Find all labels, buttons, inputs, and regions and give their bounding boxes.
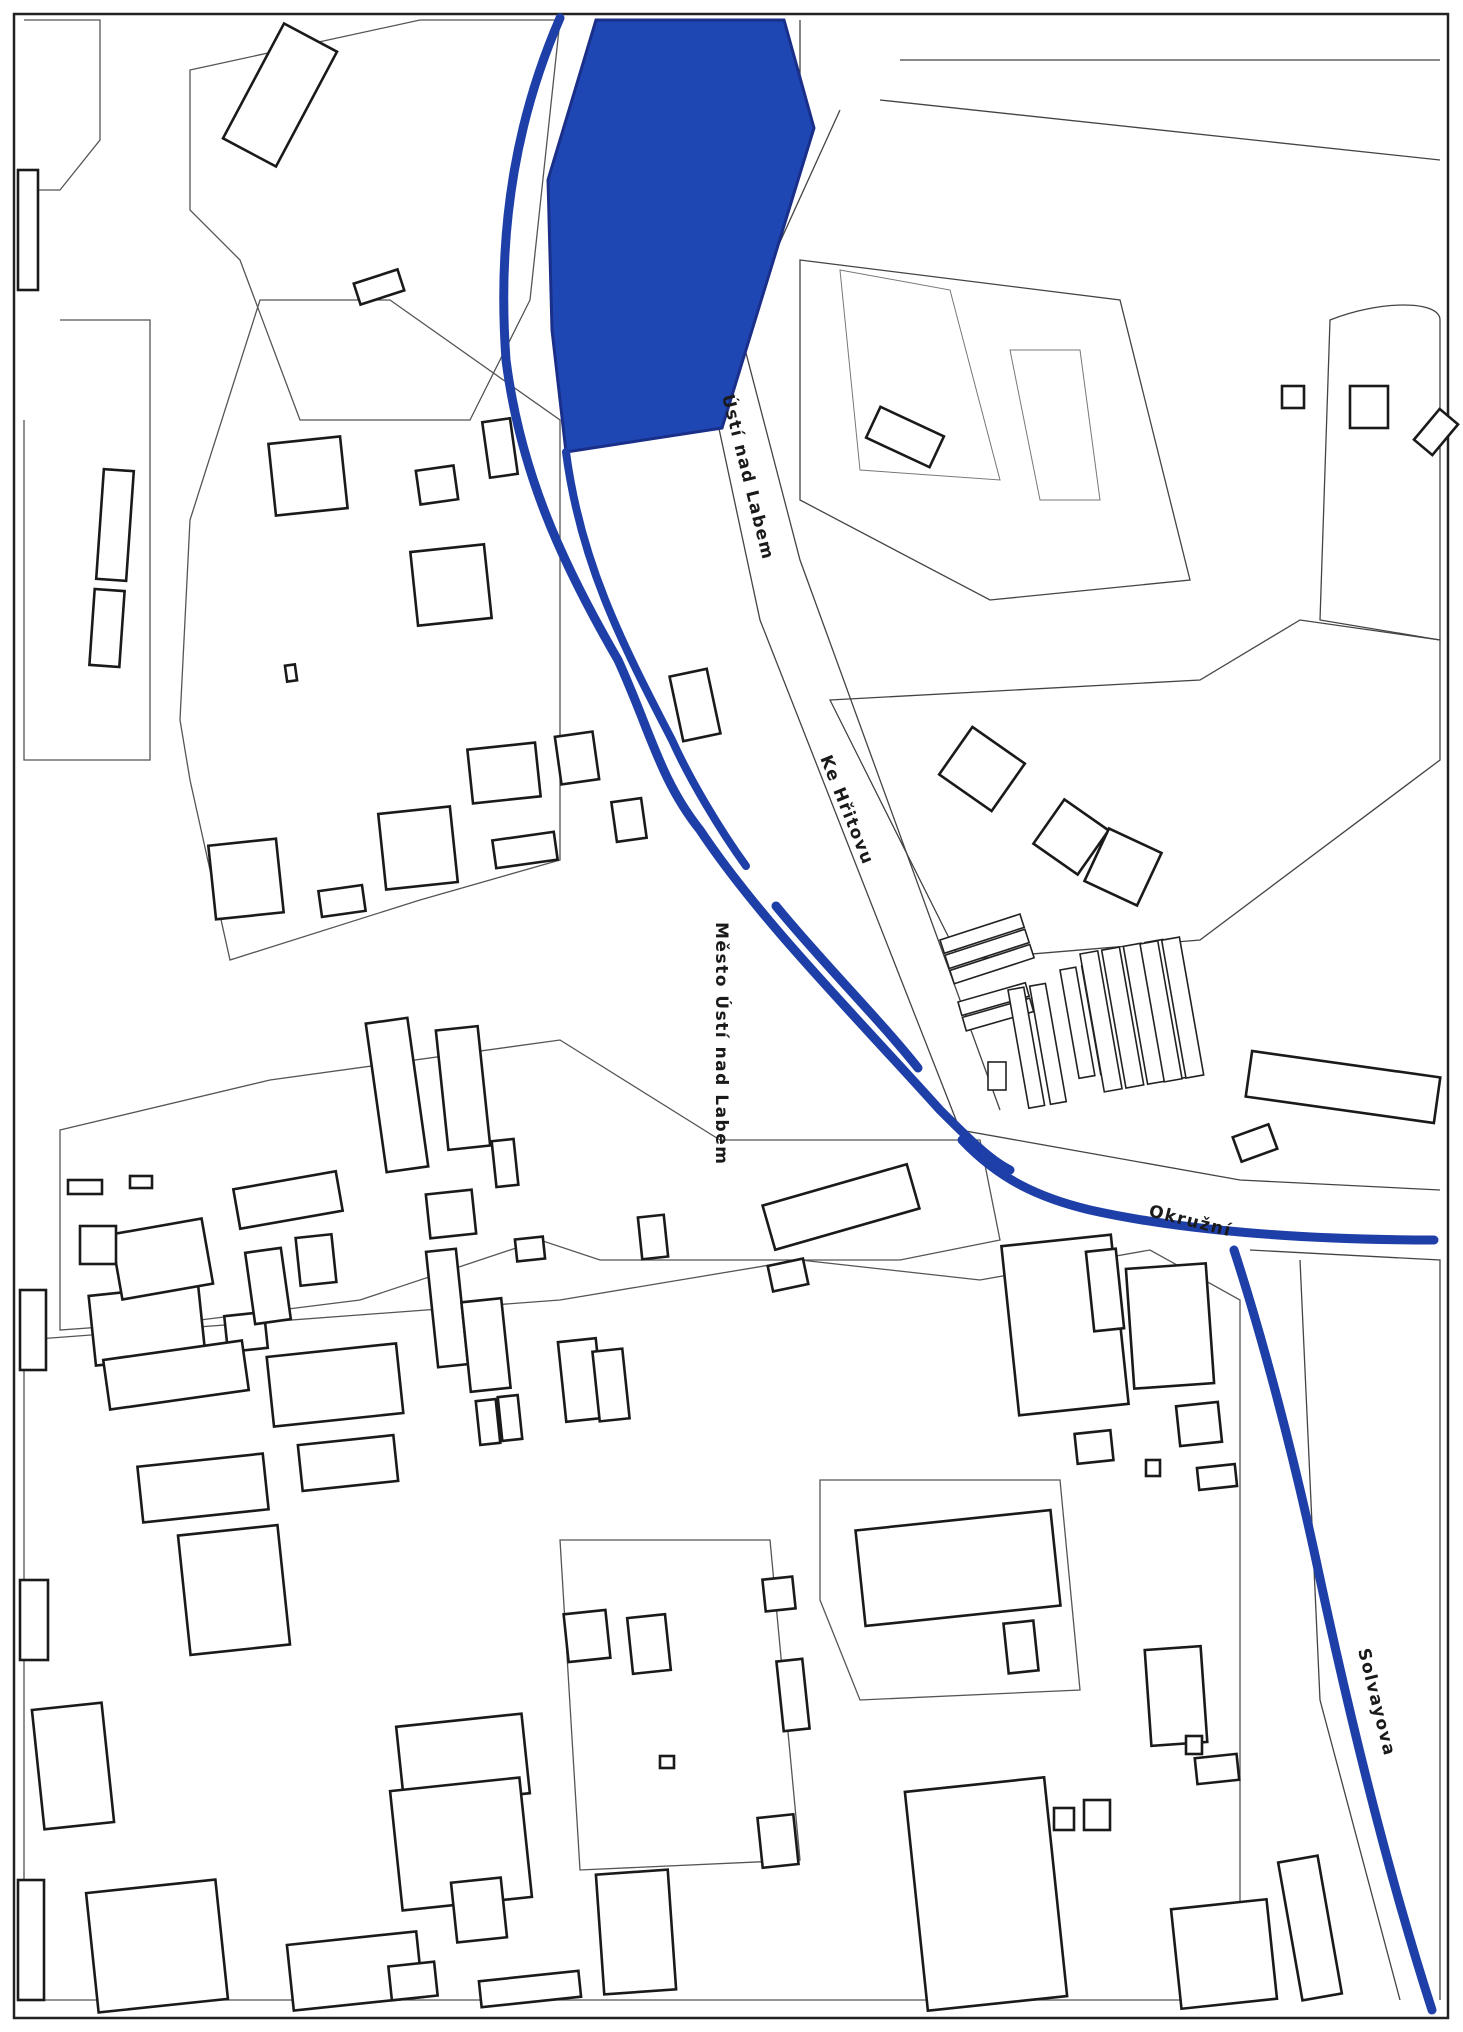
label-okruzni: Okružní xyxy=(1147,1201,1234,1241)
parking-lot xyxy=(938,913,1205,1110)
route-segment-mid xyxy=(771,901,923,1073)
route-inner xyxy=(562,448,750,870)
label-usti-top: Ústí nad Labem xyxy=(717,392,780,562)
label-mesto-usti: Město Ústí nad Labem xyxy=(711,922,733,1165)
route-left-bank xyxy=(499,13,1015,1175)
lot-outlines xyxy=(23,19,1441,2001)
buildings xyxy=(16,21,1460,2014)
map-frame xyxy=(12,12,1450,2020)
route-okruzni xyxy=(957,1135,1439,1245)
route-solvayova xyxy=(1229,1245,1437,2015)
label-ke-hrbitovu: Ke Hřitovu xyxy=(815,752,877,868)
highlighted-parcel xyxy=(546,18,816,454)
